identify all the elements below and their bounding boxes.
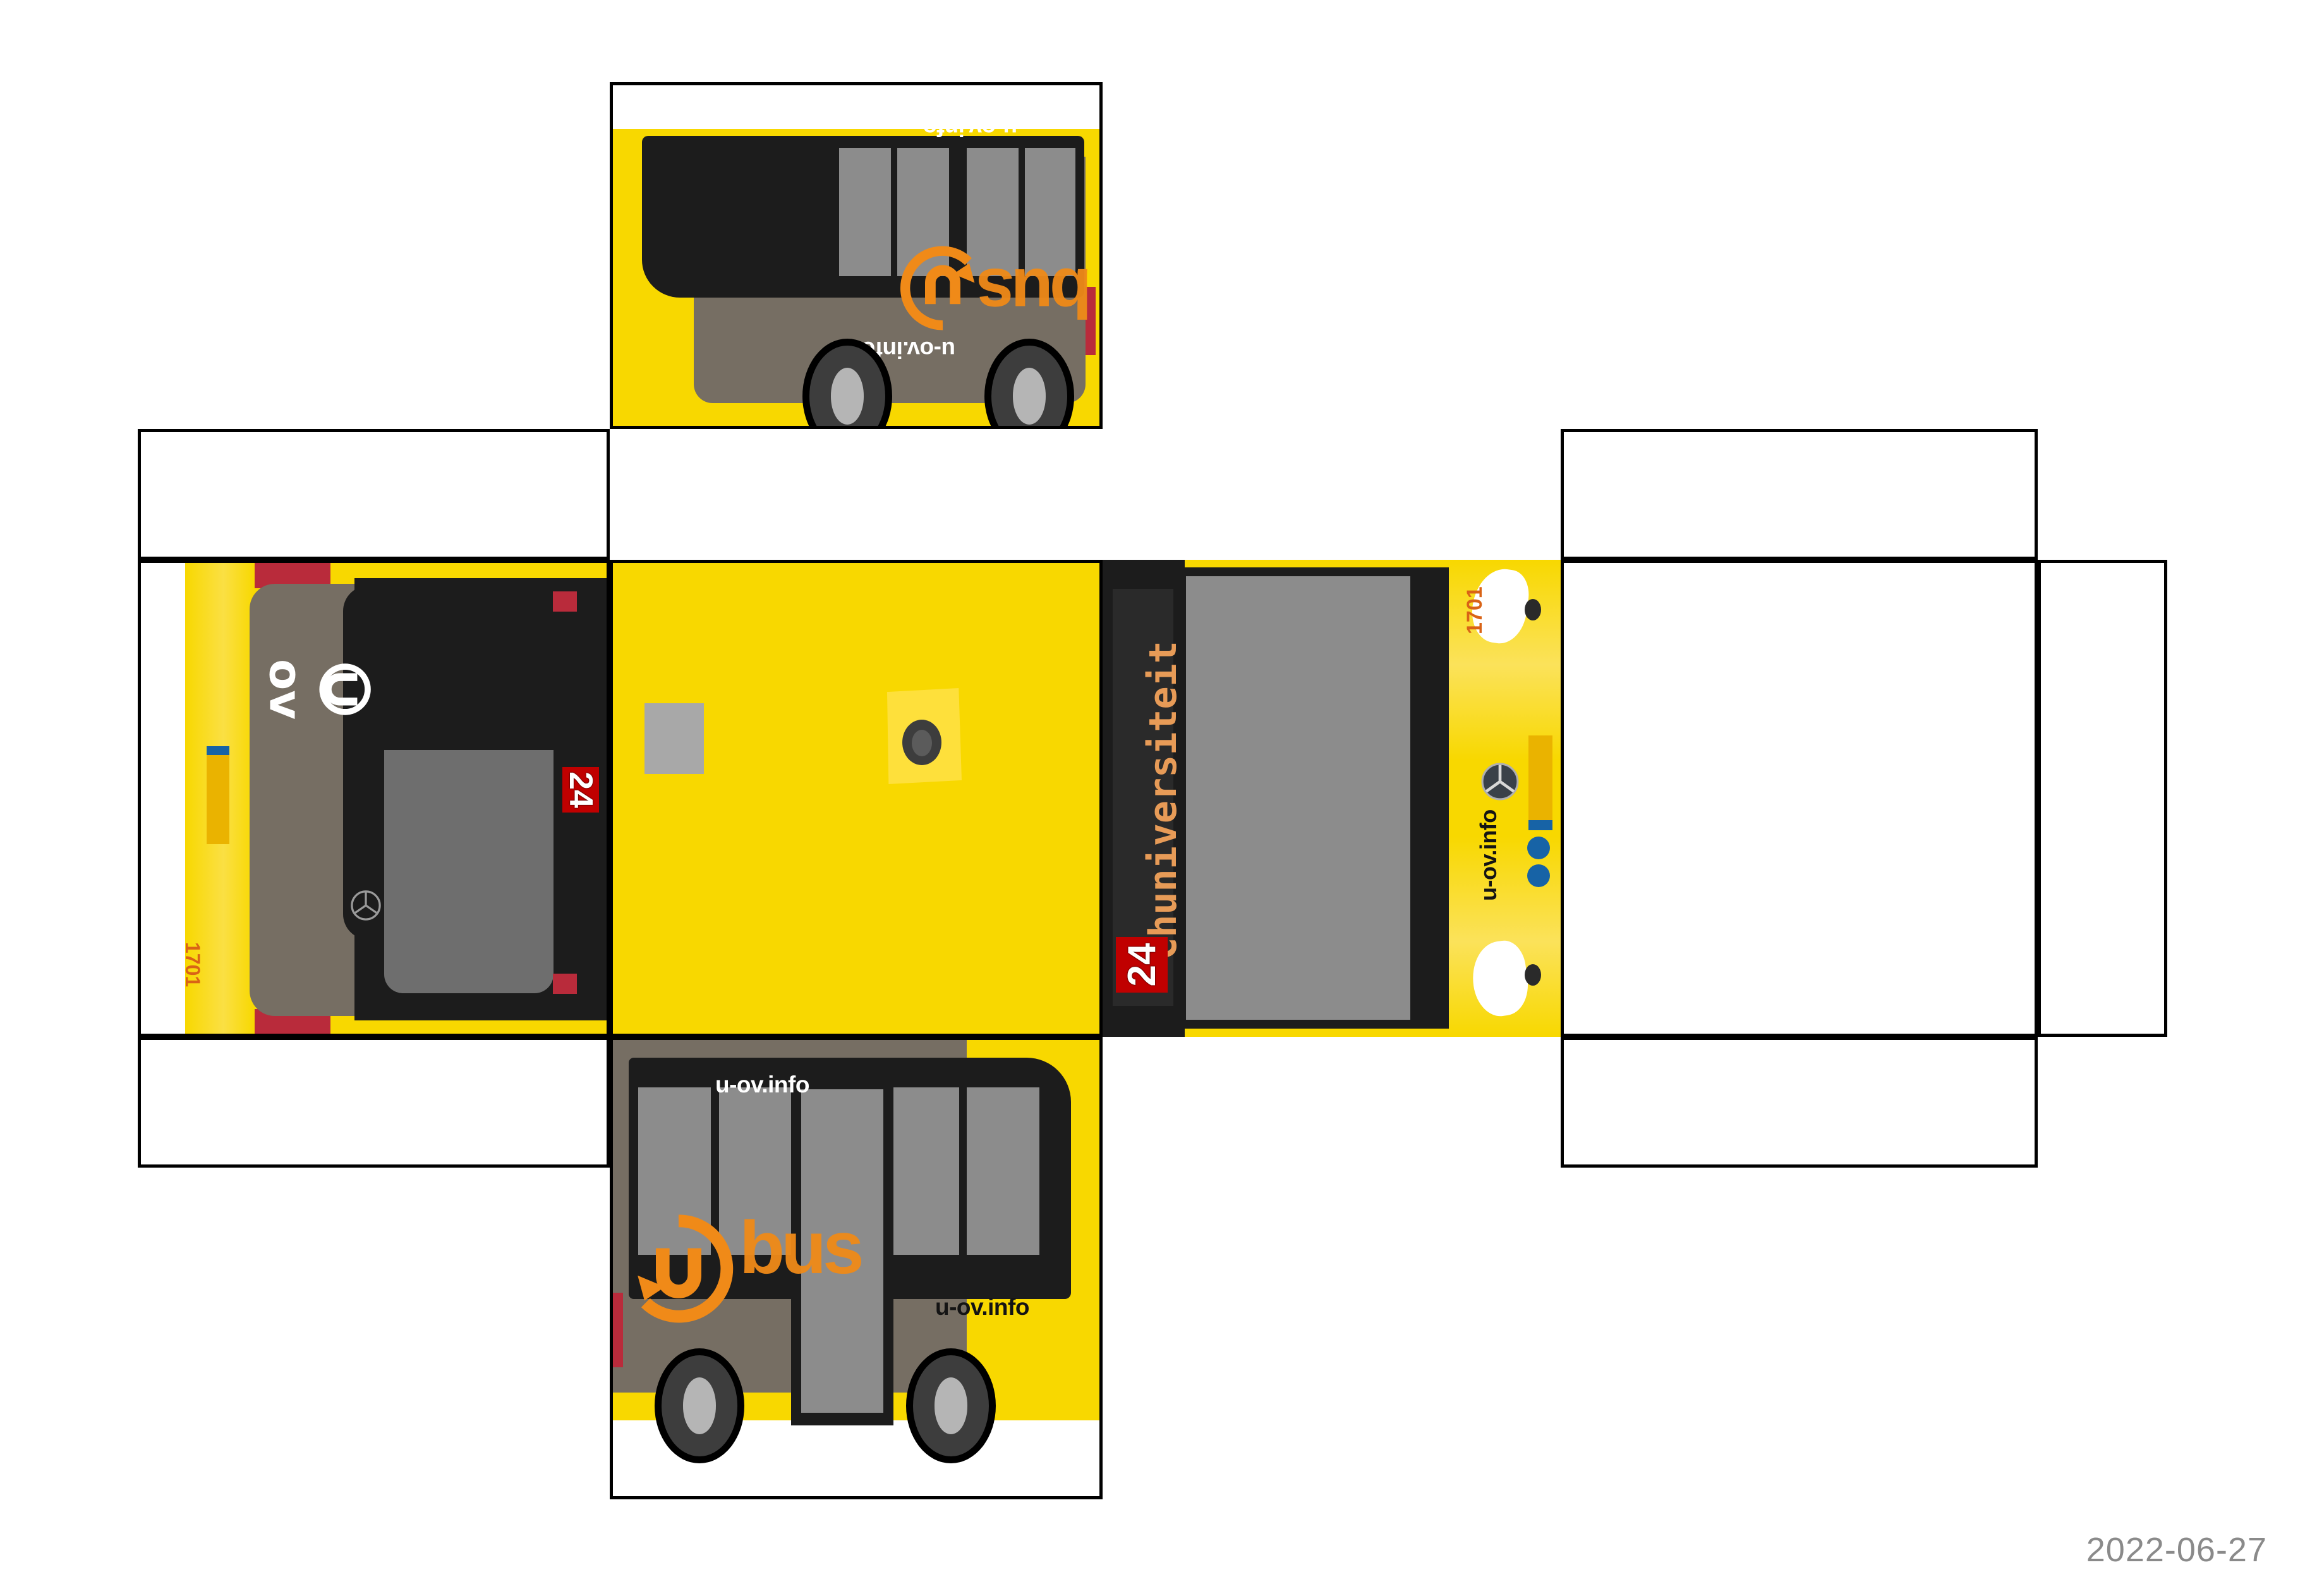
glue-flap-top-left — [138, 429, 610, 560]
route-badge-rear: 24 — [562, 767, 599, 813]
marker-lamp-lower — [1525, 964, 1541, 986]
bus-wordmark-bottom: bus — [739, 1206, 864, 1290]
glue-flap-far-right — [2038, 560, 2167, 1037]
website-label-bottom-1: u-ov.info — [715, 1072, 809, 1097]
website-label-bottom-2: u-ov.info — [935, 1294, 1029, 1320]
u-ov-wordmark-logo-icon: ov — [259, 659, 371, 720]
route-badge-front: 24 — [1116, 937, 1168, 993]
mercedes-star-icon-front — [1481, 763, 1519, 801]
fleet-number-rear: 1701 — [181, 942, 204, 988]
website-label-top-2: u-ov.info — [923, 115, 1017, 141]
fleet-number-front: 1701 — [1463, 586, 1487, 634]
windscreen — [1186, 576, 1410, 1020]
svg-text:ov: ov — [259, 659, 312, 720]
roof-hatch — [644, 703, 704, 774]
date-stamp: 2022-06-27 — [2086, 1531, 2267, 1569]
panel-front-view: Chuniversiteit 24 1701 u-ov.info — [1103, 560, 1561, 1037]
bus-wordmark: bus — [979, 254, 1092, 332]
glue-flap-top-right — [1561, 429, 2038, 560]
wheel-front-bottom — [655, 1348, 744, 1463]
u-ov-circle-logo-icon — [900, 246, 975, 330]
marker-lamp-upper — [1525, 599, 1541, 620]
glue-flap-bottom-left — [138, 1037, 610, 1168]
wheel-rear-bottom — [906, 1348, 996, 1463]
destination-display: Chuniversiteit — [1113, 589, 1185, 1006]
mercedes-star-icon — [351, 890, 381, 921]
destination-text: Chuniversiteit — [1141, 641, 1185, 960]
panel-top-side-view: bus u-ov.info u-ov.info — [610, 82, 1103, 429]
u-ov-circle-logo-icon-bottom — [638, 1214, 734, 1323]
blank-panel-right — [1561, 560, 2038, 1037]
glue-flap-bottom-right — [1561, 1037, 2038, 1168]
panel-bottom-side-view: u-ov.info u-ov.info bus — [610, 1037, 1103, 1499]
website-label-front: u-ov.info — [1475, 809, 1501, 901]
roof-antenna-dome — [912, 730, 932, 756]
panel-roof-view — [610, 560, 1103, 1037]
panel-rear-view: ov 1701 24 — [138, 560, 610, 1037]
